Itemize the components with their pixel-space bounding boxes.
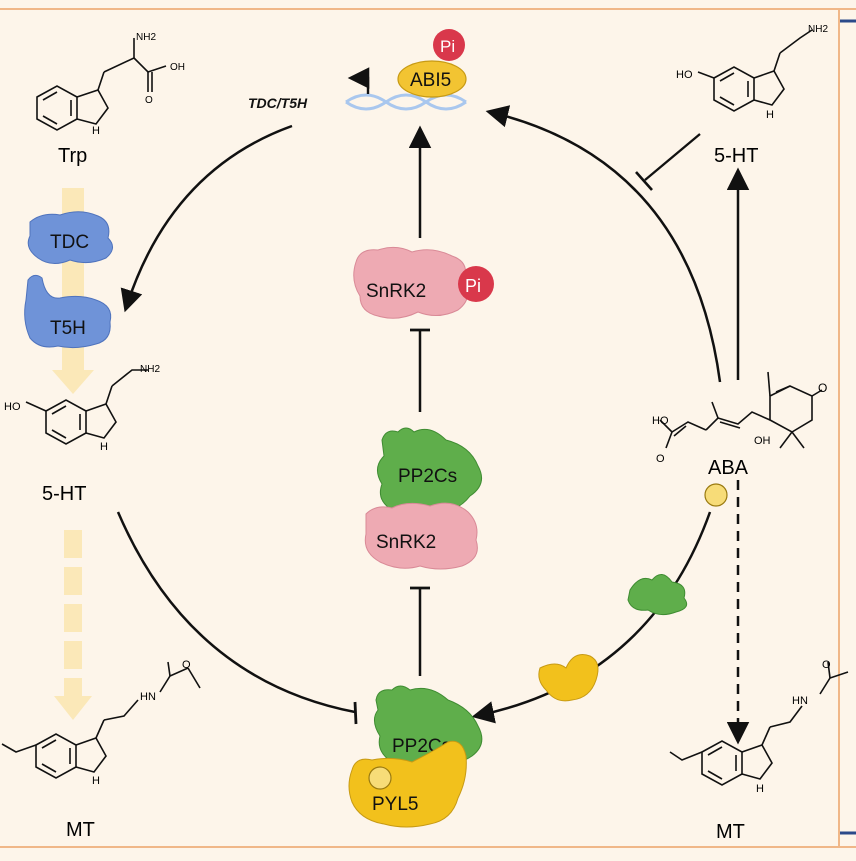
pyl5-protein (348, 740, 467, 828)
abi5-phosphate-label: Pi (440, 37, 455, 56)
pathway-arrowhead-top (52, 370, 94, 394)
trp-nh2: NH2 (136, 32, 156, 43)
trp-molecule (36, 38, 167, 131)
snrk2-phosphate (458, 266, 494, 302)
serotonin-right-nh: H (766, 109, 774, 121)
pathway-step-2 (64, 567, 82, 595)
dna-strand-1 (345, 93, 467, 111)
inhibition-bar-abi5 (635, 171, 653, 191)
pp2cs-complex-label: PP2Cs (398, 466, 457, 487)
serotonin-left-molecule (25, 369, 148, 445)
trp-o: O (145, 95, 153, 106)
aba-o2: O (656, 453, 665, 465)
serotonin-right-molecule (697, 29, 813, 112)
arrow-aba-to-abi5 (485, 105, 722, 383)
dna-strand-2 (345, 93, 467, 111)
serotonin-right-label: 5-HT (714, 145, 758, 167)
pathway-step-3 (64, 604, 82, 632)
serotonin-left-label: 5-HT (42, 483, 86, 505)
snrk2-complex-label: SnRK2 (376, 532, 436, 553)
pathway-arrowhead-bottom (54, 696, 92, 720)
inhibition-serotonin-to-abi5 (644, 133, 701, 181)
snrk2-complex-protein (364, 502, 478, 570)
aba-ligand-bound (368, 766, 392, 790)
free-pyl5-fragment (538, 654, 599, 702)
aba-molecule (659, 371, 823, 449)
melatonin-left-nh: HN (140, 691, 156, 703)
serotonin-right-nh2: NH2 (808, 24, 828, 35)
melatonin-right-ring-nh: H (756, 783, 764, 795)
free-pp2c-fragment (627, 574, 688, 616)
gene-label: TDC/T5H (248, 95, 308, 111)
melatonin-right-label: MT (716, 821, 745, 843)
serotonin-left-nh2: NH2 (140, 364, 160, 375)
melatonin-left-molecule (1, 661, 201, 779)
aba-oh: OH (754, 435, 771, 447)
abi5-phosphate (433, 29, 465, 61)
trp-nh: H (92, 125, 100, 137)
pyl5-label: PYL5 (372, 794, 418, 815)
melatonin-right-nh: HN (792, 695, 808, 707)
serotonin-left-nh: H (100, 441, 108, 453)
arrow-gene-to-enzymes (120, 124, 293, 313)
snrk2-active-label: SnRK2 (366, 281, 426, 302)
abi5-protein (397, 60, 467, 98)
pathway-step-1 (64, 530, 82, 558)
abi5-label: ABI5 (410, 70, 451, 91)
transcription-start-arrow (347, 67, 370, 94)
aba-o: O (818, 381, 827, 395)
inhibition-bar-pp2cs (353, 701, 358, 725)
aba-ho: HO (652, 415, 669, 427)
melatonin-left-label: MT (66, 819, 95, 841)
melatonin-right-o: O (822, 659, 831, 671)
serotonin-right-ho: HO (676, 69, 693, 81)
inhibition-serotonin-to-pp2cs (116, 511, 356, 714)
trp-oh: OH (170, 62, 185, 73)
pathway-step-5 (64, 678, 82, 696)
serotonin-left-ho: HO (4, 401, 21, 413)
t5h-enzyme (24, 274, 112, 349)
aba-label: ABA (708, 457, 749, 479)
pp2cs-complex-protein (377, 427, 483, 516)
melatonin-left-o: O (182, 659, 191, 671)
t5h-label: T5H (50, 318, 86, 339)
tdc-enzyme (27, 211, 113, 264)
trp-label: Trp (58, 145, 87, 167)
frame-bottom-line (0, 846, 856, 848)
pathway-step-4 (64, 641, 82, 669)
frame-top-line (0, 8, 856, 10)
melatonin-left-ring-nh: H (92, 775, 100, 787)
frame-right-line (838, 8, 840, 848)
arrow-aba-to-receptor (471, 511, 712, 724)
aba-ligand-free (704, 483, 728, 507)
melatonin-right-molecule (669, 661, 849, 786)
snrk2-phosphate-label: Pi (465, 276, 481, 296)
tdc-label: TDC (50, 232, 89, 253)
